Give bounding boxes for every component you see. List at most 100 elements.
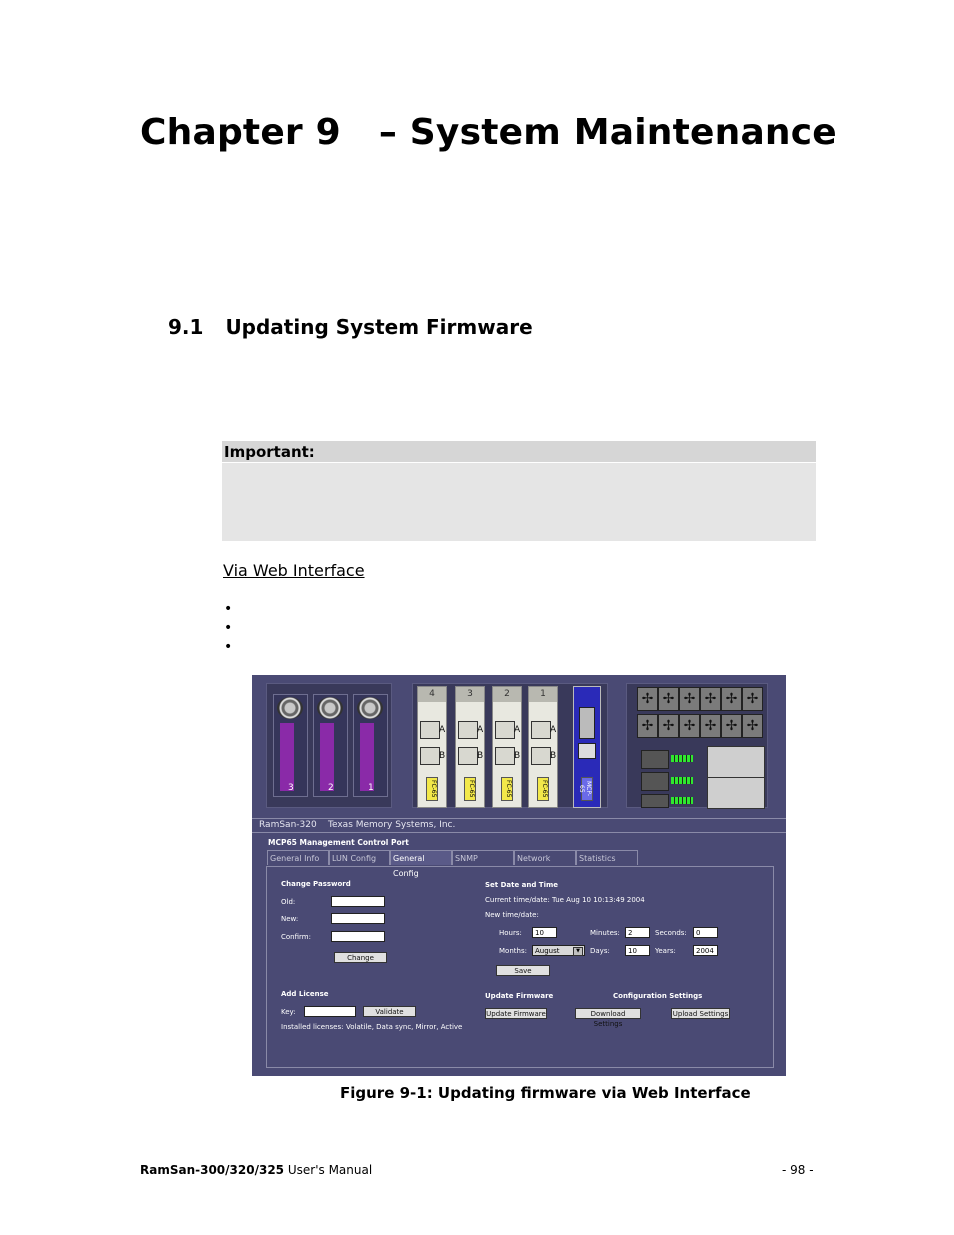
fan-icon: ✢: [637, 714, 658, 738]
chapter-number: Chapter 9: [140, 112, 341, 153]
disk-bay: 3 2 1: [266, 683, 392, 808]
new-password-input[interactable]: [331, 913, 385, 924]
via-web-interface-link[interactable]: Via Web Interface: [223, 561, 365, 580]
disk-purple-bar: [360, 723, 374, 791]
tab-statistics[interactable]: Statistics: [576, 850, 638, 865]
days-input[interactable]: 10: [625, 945, 650, 956]
fan-icon: ✢: [679, 714, 700, 738]
confirm-password-label: Confirm:: [281, 933, 311, 941]
validate-button[interactable]: Validate: [363, 1006, 416, 1017]
tab-network[interactable]: Network: [514, 850, 576, 865]
disk-knob-icon: [317, 697, 343, 719]
fan-grid: ✢✢✢✢✢✢✢✢✢✢✢✢: [637, 687, 763, 741]
fan-icon: ✢: [721, 687, 742, 711]
card-number: 3: [456, 687, 484, 702]
card-number: 2: [493, 687, 521, 702]
psu-leds-3: [671, 797, 693, 804]
port-b: [458, 747, 478, 765]
download-settings-button[interactable]: Download Settings: [575, 1008, 641, 1028]
month-select[interactable]: August ▼: [532, 945, 585, 956]
configuration-settings-heading: Configuration Settings: [613, 992, 703, 1000]
mcp-card[interactable]: MCP-65: [573, 686, 601, 808]
years-label: Years:: [655, 947, 676, 955]
installed-licenses-value: Volatile, Data sync, Mirror, Active: [346, 1023, 463, 1031]
fan-icon: ✢: [658, 687, 679, 711]
change-password-button[interactable]: Change: [334, 952, 387, 963]
fc-card-3[interactable]: 3 A B FC-65: [455, 686, 485, 808]
fc-card-1[interactable]: 1 A B FC-65: [528, 686, 558, 808]
card-number: 4: [418, 687, 446, 702]
tab-lun-config[interactable]: LUN Config: [329, 850, 390, 865]
port-b: [531, 747, 551, 765]
minutes-label: Minutes:: [590, 929, 620, 937]
card-number: 1: [529, 687, 557, 702]
disk-knob-icon: [357, 697, 383, 719]
tab-general-info[interactable]: General Info: [267, 850, 329, 865]
old-password-input[interactable]: [331, 896, 385, 907]
card-tag: FC-65: [501, 777, 513, 801]
fan-icon: ✢: [742, 687, 763, 711]
psu-2: [641, 772, 669, 791]
years-input[interactable]: 2004: [693, 945, 718, 956]
chapter-title: Chapter 9– System Maintenance: [140, 112, 837, 153]
disk-module-3[interactable]: 3: [273, 694, 308, 797]
port-a: [420, 721, 440, 739]
update-firmware-button[interactable]: Update Firmware: [485, 1008, 547, 1019]
fan-psu-bay: ✢✢✢✢✢✢✢✢✢✢✢✢: [626, 683, 768, 809]
port-b-label: B: [514, 751, 521, 761]
footer-manual: User's Manual: [284, 1163, 373, 1177]
disk-slot-number: 2: [328, 783, 334, 793]
tab-snmp[interactable]: SNMP: [452, 850, 514, 865]
seconds-input[interactable]: 0: [693, 927, 718, 938]
minutes-input[interactable]: 2: [625, 927, 650, 938]
fc-card-2[interactable]: 2 A B FC-65: [492, 686, 522, 808]
bullet-1: •: [224, 601, 233, 617]
disk-knob-icon: [277, 697, 303, 719]
important-box: Important:: [222, 441, 816, 541]
power-supply-top: [707, 746, 765, 778]
save-date-button[interactable]: Save: [496, 965, 550, 976]
port-a: [458, 721, 478, 739]
change-password-heading: Change Password: [281, 880, 351, 888]
port-a: [495, 721, 515, 739]
license-key-input[interactable]: [304, 1006, 356, 1017]
section-number: 9.1: [168, 315, 204, 339]
port-b-label: B: [477, 751, 484, 761]
hours-input[interactable]: 10: [532, 927, 557, 938]
port-a-label: A: [477, 725, 484, 735]
psu-leds-2: [671, 777, 693, 784]
port-a-label: A: [514, 725, 521, 735]
serial-port-icon: [579, 707, 595, 739]
days-label: Days:: [590, 947, 610, 955]
month-value: August: [535, 947, 560, 955]
card-tag: FC-65: [464, 777, 476, 801]
disk-module-1[interactable]: 1: [353, 694, 388, 797]
port-b: [495, 747, 515, 765]
fan-icon: ✢: [637, 687, 658, 711]
banner-product: RamSan-320: [259, 820, 317, 830]
psu-leds-1: [671, 755, 693, 762]
bullet-3: •: [224, 639, 233, 655]
dropdown-arrow-icon[interactable]: ▼: [573, 947, 583, 956]
fan-icon: ✢: [742, 714, 763, 738]
section-title: 9.1 Updating System Firmware: [168, 315, 533, 339]
confirm-password-input[interactable]: [331, 931, 385, 942]
fan-icon: ✢: [700, 687, 721, 711]
upload-settings-button[interactable]: Upload Settings: [671, 1008, 730, 1019]
add-license-heading: Add License: [281, 990, 329, 998]
section-name: Updating System Firmware: [225, 315, 533, 339]
disk-slot-number: 3: [288, 783, 294, 793]
general-config-panel: Change Password Old: New: Confirm: Chang…: [266, 866, 774, 1068]
tab-general-config[interactable]: General Config: [390, 850, 452, 878]
fc-card-4[interactable]: 4 A B FC-65: [417, 686, 447, 808]
port-b-label: B: [439, 751, 446, 761]
fan-icon: ✢: [700, 714, 721, 738]
seconds-label: Seconds:: [655, 929, 687, 937]
disk-purple-bar: [320, 723, 334, 791]
new-password-label: New:: [281, 915, 299, 923]
figure-caption: Figure 9-1: Updating firmware via Web In…: [340, 1084, 751, 1102]
psu-3: [641, 794, 669, 808]
disk-module-2[interactable]: 2: [313, 694, 348, 797]
license-key-label: Key:: [281, 1008, 296, 1016]
figure-web-interface: 3 2 1 4 A B FC-65 3 A B FC-65: [252, 675, 786, 1076]
